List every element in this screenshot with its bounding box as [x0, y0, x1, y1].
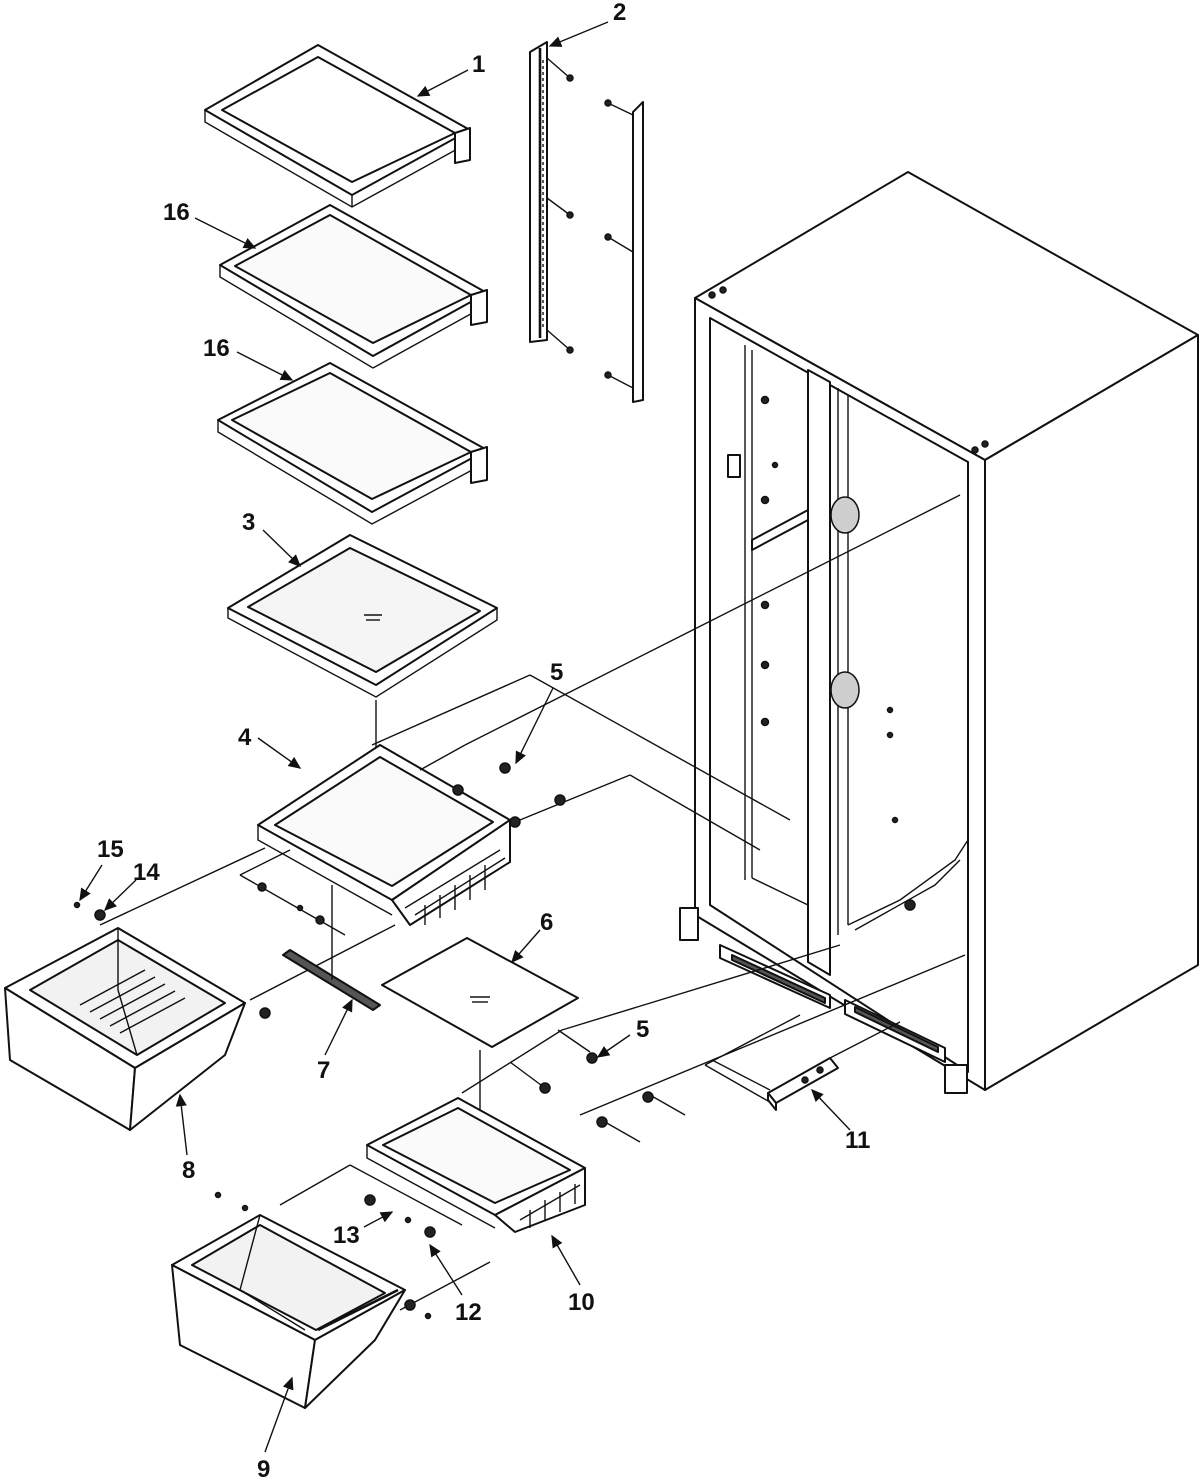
- shelf-16-upper: [219, 204, 488, 369]
- crisper-cover-10: [366, 1097, 586, 1233]
- callout-8: 8: [182, 1157, 195, 1184]
- shelf-16-lower: [217, 362, 488, 525]
- bracket-11: [711, 1021, 901, 1111]
- shelf-1: [204, 44, 471, 208]
- leader-lines: [79, 21, 851, 1453]
- callout-5-upper: 5: [550, 659, 563, 686]
- callout-4: 4: [238, 724, 252, 751]
- callout-6: 6: [540, 909, 553, 936]
- callout-7: 7: [317, 1057, 330, 1084]
- callout-1: 1: [472, 51, 485, 78]
- divider-7: [282, 885, 381, 1011]
- callout-15: 15: [97, 836, 124, 863]
- callout-2: 2: [613, 0, 626, 26]
- callout-10: 10: [568, 1289, 595, 1316]
- callout-13: 13: [333, 1222, 360, 1249]
- callout-9: 9: [257, 1456, 270, 1479]
- slide-rail-lines-upper: [99, 494, 961, 1001]
- callout-16-upper: 16: [163, 199, 190, 226]
- crisper-drawer-9: [171, 1214, 406, 1409]
- shelf-ladder-rails: [529, 41, 644, 403]
- callout-3: 3: [242, 509, 255, 536]
- callout-14: 14: [133, 859, 160, 886]
- slide-rail-lines-lower: [279, 944, 966, 1311]
- callout-12: 12: [455, 1299, 482, 1326]
- callout-5-lower: 5: [636, 1016, 649, 1043]
- callout-labels: 1 2 16 16 3 4 5 5 6 7 8 9 10 11 12 13 14…: [97, 0, 870, 1479]
- fasteners-lower: [73, 901, 654, 1320]
- crisper-drawer-8: [4, 927, 246, 1131]
- refrigerator-cabinet: [679, 171, 1199, 1094]
- callout-11: 11: [845, 1127, 870, 1154]
- crisper-cover-4: [257, 744, 511, 926]
- fasteners-upper: [257, 762, 566, 1019]
- callout-16-lower: 16: [203, 335, 230, 362]
